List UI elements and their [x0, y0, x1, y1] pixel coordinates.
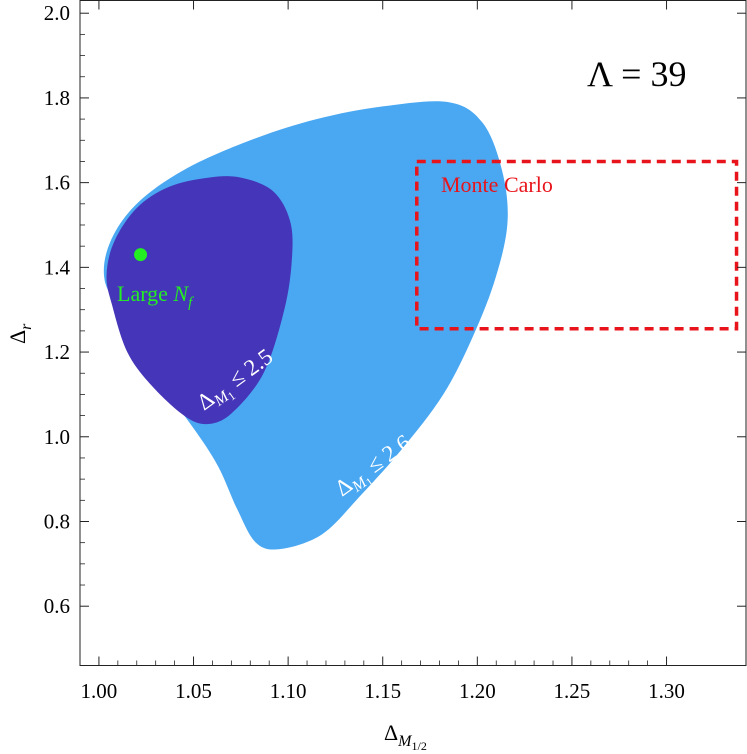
y-tick-label: 2.0: [44, 1, 70, 25]
x-tick-label: 1.20: [459, 679, 496, 703]
regions-layer: [103, 101, 508, 550]
x-tick-label: 1.10: [270, 679, 307, 703]
x-tick-label: 1.30: [648, 679, 685, 703]
y-tick-label: 0.8: [44, 509, 70, 533]
x-tick-label: 1.00: [81, 679, 118, 703]
x-tick-label: 1.25: [554, 679, 591, 703]
large-nf-label: Large Nf: [117, 281, 194, 311]
y-tick-label: 0.6: [44, 594, 70, 618]
points-layer: [134, 248, 148, 262]
y-tick-label: 1.6: [44, 171, 70, 195]
monte-carlo-box: [415, 159, 739, 331]
annotations-layer: ΔM1 ≤ 2.6 ΔM1 ≤ 2.5 Large Nf Monte Carlo…: [117, 54, 686, 501]
y-tick-label: 1.8: [44, 86, 70, 110]
lambda-label: Λ = 39: [587, 54, 686, 94]
y-tick-label: 1.4: [44, 255, 71, 279]
plot-frame: [79, 0, 747, 666]
y-tick-label: 1.0: [44, 425, 70, 449]
y-axis-title: Δr: [5, 323, 35, 344]
region-inner: [106, 176, 293, 425]
monte-carlo-label: Monte Carlo: [441, 172, 553, 197]
axes-layer: 1.00 1.05 1.10 1.15 1.20 1.25 1.30 0.6 0.8 1.0 1.2…: [44, 0, 746, 703]
large-nf-point: [134, 248, 148, 262]
y-tick-label: 1.2: [44, 340, 70, 364]
x-tick-label: 1.15: [364, 679, 401, 703]
boxes-layer: [415, 159, 739, 331]
x-axis-title: ΔM1/2: [384, 720, 427, 753]
x-tick-label: 1.05: [175, 679, 212, 703]
